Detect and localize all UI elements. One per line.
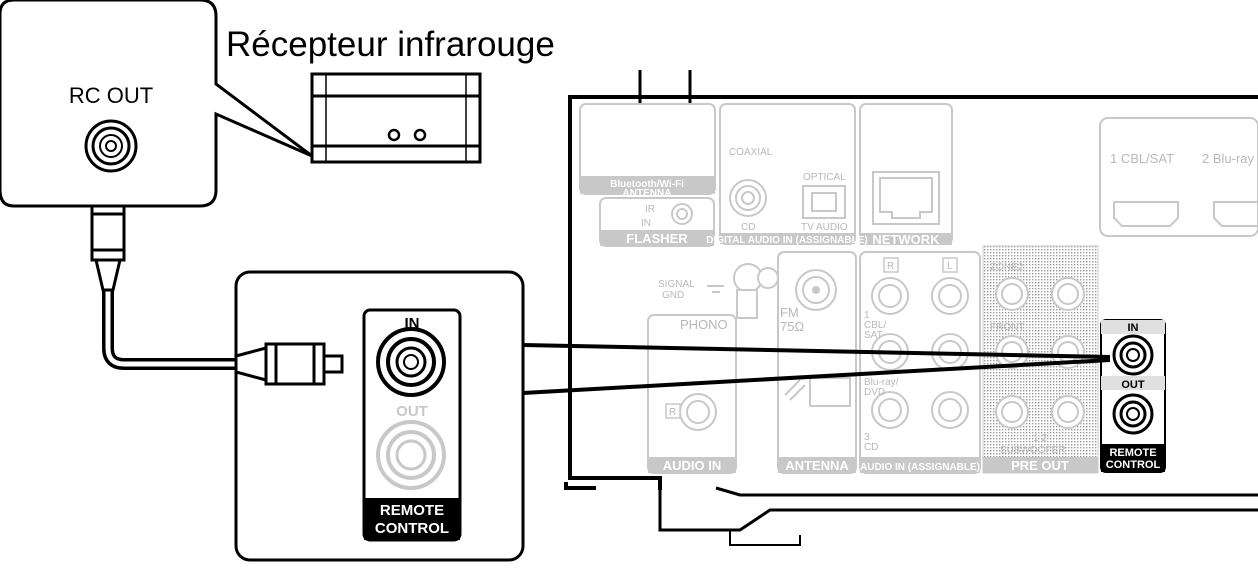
ir-sensor-dot-left: [387, 128, 401, 142]
rc-out-callout: RC OUT: [0, 0, 313, 208]
flasher-label: FLASHER: [626, 231, 688, 246]
phono-label: PHONO: [680, 317, 728, 332]
flasher-jack: [671, 203, 693, 225]
receiver-rear-panel: Bluetooth/Wi-Fi ANTENNA FLASHER DIGITAL …: [564, 70, 1258, 546]
ir-receiver-title: Récepteur infrarouge: [226, 25, 555, 64]
optical-jack: [802, 185, 846, 219]
cbl-num: 1: [864, 310, 870, 321]
zoom-line-bottom: [522, 358, 1111, 395]
cd-label: CD: [741, 222, 755, 233]
ir-in-label: IN: [641, 218, 651, 229]
am-antenna-terminal: [809, 377, 851, 407]
audio-r-label: R: [887, 261, 894, 272]
ir-label: IR: [645, 204, 655, 215]
ir-sensor-dot-right: [413, 128, 427, 142]
cd-num: 3: [864, 432, 870, 443]
pre-out-jacks: [995, 277, 1085, 429]
zoom-remote-label: REMOTE: [380, 502, 444, 519]
audio-in-assignable-label: AUDIO IN (ASSIGNABLE): [860, 462, 980, 473]
bt-antenna-label-1: Bluetooth/Wi-Fi: [610, 179, 684, 190]
audio-l-label: L: [947, 261, 953, 272]
rca-cable: [90, 178, 344, 386]
optical-label: OPTICAL: [803, 172, 846, 183]
phono-r-label: R: [669, 407, 676, 418]
front-label: FRONT: [990, 322, 1024, 333]
bt-antenna-label-2: ANTENNA: [623, 188, 672, 199]
tv-audio-label: TV AUDIO: [801, 222, 848, 233]
remote-control-zoom: IN OUT REMOTE CONTROL: [234, 270, 525, 562]
gnd-label: GND: [662, 290, 684, 301]
signal-label: SIGNAL: [658, 279, 695, 290]
ir-receiver-device: [310, 72, 482, 164]
zone2-label: ZONE2: [990, 262, 1024, 273]
receiver-rc-in-label: IN: [1128, 322, 1139, 334]
coaxial-label: COAXIAL: [729, 147, 773, 158]
zoom-control-label: CONTROL: [375, 520, 449, 537]
hdmi-1-label: 1 CBL/SAT: [1110, 151, 1174, 166]
network-label: NETWORK: [872, 232, 940, 247]
subwoofer-label: SUBWOOFER: [1000, 445, 1066, 456]
pre-out-label: PRE OUT: [1011, 458, 1069, 473]
bluray-label: Blu-ray/: [864, 377, 899, 388]
hdmi-2-label: 2 Blu-ray: [1202, 151, 1255, 166]
dvd-label: DVD: [864, 387, 885, 398]
zoom-out-label: OUT: [396, 403, 428, 420]
network-jack: [872, 171, 940, 225]
cd-input-label: CD: [864, 442, 878, 453]
fm-label: FM: [780, 305, 799, 320]
hdmi-2-port: [1213, 201, 1258, 227]
phono-r-jack: [679, 393, 717, 431]
audio-in-label: AUDIO IN: [663, 458, 722, 473]
receiver-rc-label-1: REMOTE: [1109, 447, 1156, 459]
digital-audio-in-label: DIGITAL AUDIO IN (ASSIGNABLE): [706, 235, 867, 246]
hdmi-1-port: [1113, 201, 1179, 227]
zoom-line-top: [522, 343, 1111, 359]
rc-out-label: RC OUT: [69, 83, 153, 108]
receiver-remote-control-block: IN OUT REMOTE CONTROL: [1100, 319, 1166, 473]
sub-nums-label: 1 2: [1033, 433, 1047, 444]
receiver-rc-out-label: OUT: [1121, 379, 1145, 391]
cbl-label: CBL/: [864, 320, 886, 331]
antenna-label: ANTENNA: [785, 458, 849, 473]
receiver-rc-label-2: CONTROL: [1106, 459, 1161, 471]
ohm-label: 75Ω: [780, 319, 804, 334]
sat-label: SAT: [864, 330, 883, 341]
